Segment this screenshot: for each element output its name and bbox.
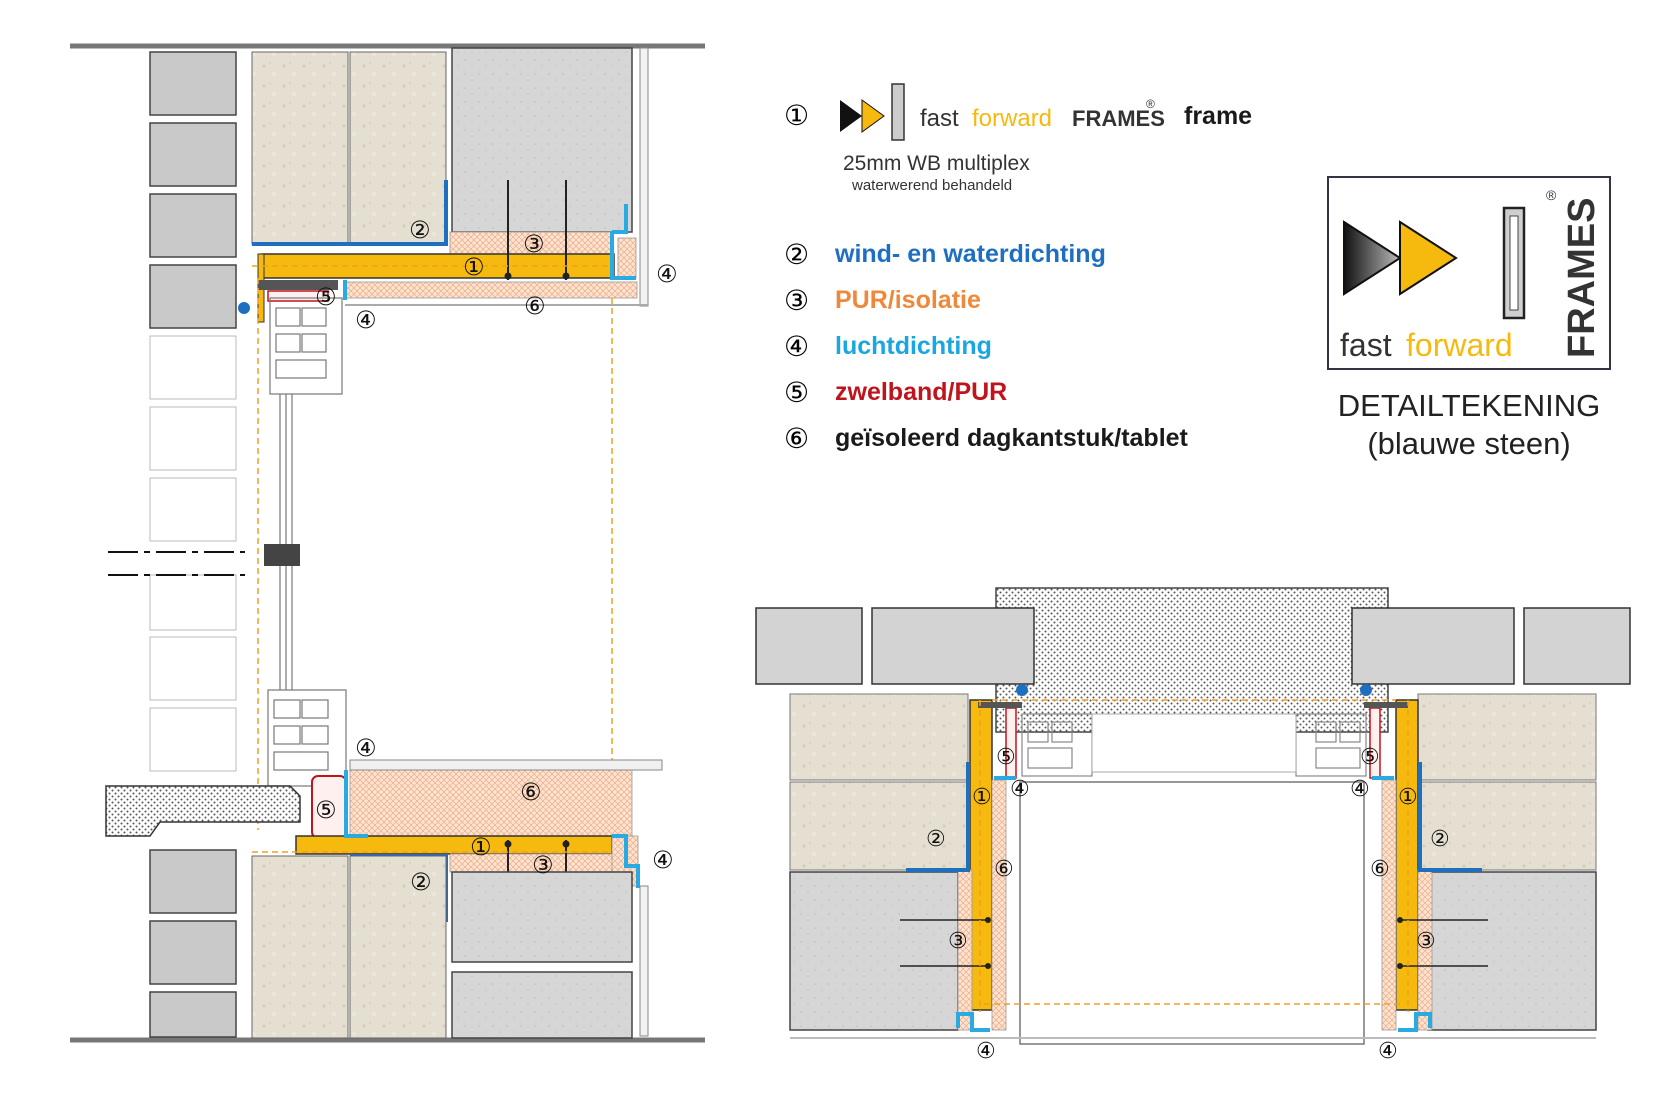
callout-4-bottom-right: ④ (652, 847, 674, 874)
h-callout-2-left: ② (926, 826, 946, 851)
logo-fast: fast (1340, 327, 1392, 363)
vertical-callouts: ① ② ③ ④ ⑤ ④ ⑥ ④ ⑥ ⑤ ① ③ ④ ② (315, 217, 678, 896)
h-callout-4-right-bottom: ④ (1378, 1038, 1398, 1063)
h-callout-6-right: ⑥ (1370, 856, 1390, 881)
horizontal-section: ⑤ ⑤ ④ ④ ① ① ② ② ⑥ ⑥ ③ ③ ④ ④ (755, 587, 1631, 1063)
fast-forward-arrows-icon (840, 83, 905, 141)
legend-brand-frames: FRAMES (1072, 106, 1165, 131)
callout-1-top: ① (463, 254, 485, 281)
legend-text-4: luchtdichting (835, 332, 992, 360)
logo-caption-2: (blauwe steen) (1367, 426, 1570, 461)
legend-text-5: zwelband/PUR (835, 378, 1007, 406)
legend-num-1: ① (784, 99, 809, 132)
frame-subtext-2: waterwerend behandeld (851, 177, 1012, 194)
h-callout-1-right: ① (1398, 784, 1418, 809)
callout-4-top-left: ④ (355, 307, 377, 334)
legend-brand-fast: fast (920, 105, 959, 132)
logo-forward: forward (1406, 327, 1513, 363)
callout-4-bottom-left: ④ (355, 735, 377, 762)
legend: ① fast forward FRAMES ® frame 25mm WB mu… (784, 83, 1252, 455)
callout-3-bottom: ③ (532, 852, 554, 879)
h-callout-4-right-top: ④ (1350, 776, 1370, 801)
legend-num-6: ⑥ (784, 422, 809, 455)
logo-caption-1: DETAILTEKENING (1338, 388, 1600, 423)
legend-text-2: wind- en waterdichting (834, 240, 1106, 268)
brick-column (108, 51, 245, 1038)
legend-num-3: ③ (784, 284, 809, 317)
legend-num-5: ⑤ (784, 376, 809, 409)
legend-brand-forward: forward (972, 105, 1052, 132)
callout-2-bottom: ② (410, 869, 432, 896)
callout-5-top: ⑤ (315, 284, 337, 311)
frame-subtext-1: 25mm WB multiplex (843, 152, 1030, 175)
h-callout-1-left: ① (972, 784, 992, 809)
legend-num-2: ② (784, 238, 809, 271)
callout-1-bottom: ① (470, 834, 492, 861)
legend-text-3: PUR/isolatie (835, 286, 981, 314)
h-callout-4-left-top: ④ (1010, 776, 1030, 801)
h-callout-5-left: ⑤ (996, 744, 1016, 769)
h-callout-4-left-bottom: ④ (976, 1038, 996, 1063)
legend-text-1: frame (1184, 102, 1252, 130)
callout-6-bottom: ⑥ (520, 779, 542, 806)
vertical-section: ① ② ③ ④ ⑤ ④ ⑥ ④ ⑥ ⑤ ① ③ ④ ② (70, 43, 705, 1043)
logo-frames: FRAMES (1561, 198, 1603, 358)
h-callout-2-right: ② (1430, 826, 1450, 851)
brand-logo: fast forward FRAMES ® DETAILTEKENING (bl… (1327, 176, 1611, 461)
window-profile-top (269, 297, 343, 690)
h-callout-5-right: ⑤ (1360, 744, 1380, 769)
legend-brand-registered: ® (1146, 97, 1155, 111)
callout-5-bottom: ⑤ (315, 797, 337, 824)
callout-3-top: ③ (523, 231, 545, 258)
window-profile-bottom (267, 689, 347, 787)
h-callout-3-left: ③ (948, 928, 968, 953)
callout-6-top: ⑥ (524, 293, 546, 320)
legend-num-4: ④ (784, 330, 809, 363)
callout-4-top-right: ④ (656, 261, 678, 288)
h-callout-6-left: ⑥ (994, 856, 1014, 881)
horizontal-callouts: ⑤ ⑤ ④ ④ ① ① ② ② ⑥ ⑥ ③ ③ ④ ④ (926, 744, 1450, 1063)
callout-2-top: ② (409, 217, 431, 244)
h-callout-3-right: ③ (1416, 928, 1436, 953)
logo-mark: ® (1546, 187, 1557, 203)
legend-text-6: geïsoleerd dagkantstuk/tablet (835, 424, 1189, 452)
